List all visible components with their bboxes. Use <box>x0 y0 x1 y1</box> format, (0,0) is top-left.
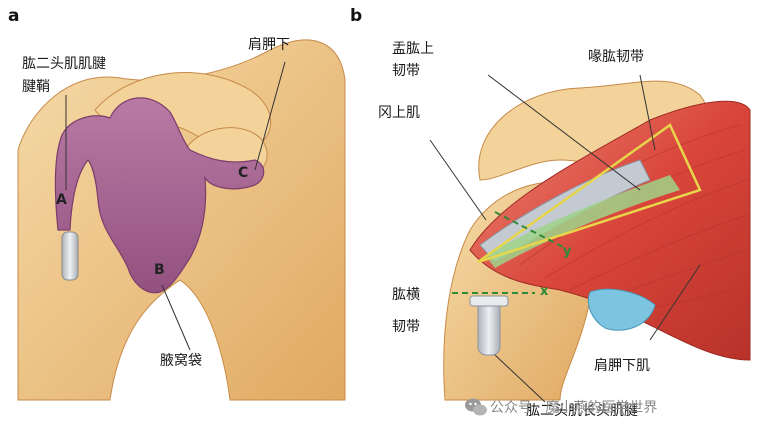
marker-c: C <box>238 165 249 181</box>
leader-supra <box>429 139 487 221</box>
label-chl: 喙肱韧带 <box>588 49 644 65</box>
leader-b <box>161 284 191 351</box>
biceps-tendon-sheath <box>61 231 79 281</box>
ligament-outline <box>477 123 702 264</box>
label-sghl-2: 韧带 <box>392 63 420 79</box>
marker-b: B <box>154 262 165 278</box>
label-subscapularis: 肩胛下肌 <box>594 358 650 374</box>
guide-line-y <box>494 211 566 249</box>
panel-label-b: b <box>350 6 363 26</box>
label-sghl-1: 盂肱上 <box>392 41 434 57</box>
label-subscapular: 肩胛下 <box>248 37 290 53</box>
panel-b-drawing <box>429 74 751 403</box>
leader-sghl <box>487 74 641 191</box>
lhb-tendon-b <box>477 299 501 356</box>
marker-a: A <box>56 192 67 208</box>
axis-label-y: y <box>563 244 572 259</box>
wechat-icon <box>465 398 487 416</box>
label-tendon-sheath: 腱鞘 <box>22 79 50 95</box>
label-axillary-pouch: 腋窝袋 <box>160 353 202 369</box>
joint-capsule <box>54 97 265 294</box>
cartilage-blue <box>587 288 656 331</box>
leader-chl <box>639 74 656 151</box>
panel-label-a: a <box>8 6 20 26</box>
label-thl-1: 肱横 <box>392 287 420 303</box>
label-supraspinatus: 冈上肌 <box>378 105 420 121</box>
axis-label-x: x <box>540 284 549 299</box>
panel-a-drawing <box>17 39 346 401</box>
leader-lhb <box>494 354 546 403</box>
transverse-ligament-b <box>469 295 509 307</box>
leader-c <box>254 61 286 171</box>
watermark-text: 公众号 · 魔小燕的医学世界 <box>490 400 658 416</box>
label-lhb-tendon: 肱二头肌长头肌腱 <box>526 403 638 419</box>
leader-subscap <box>649 264 701 341</box>
label-biceps-tendon: 肱二头肌肌腱 <box>22 56 106 72</box>
label-thl-2: 韧带 <box>392 319 420 335</box>
